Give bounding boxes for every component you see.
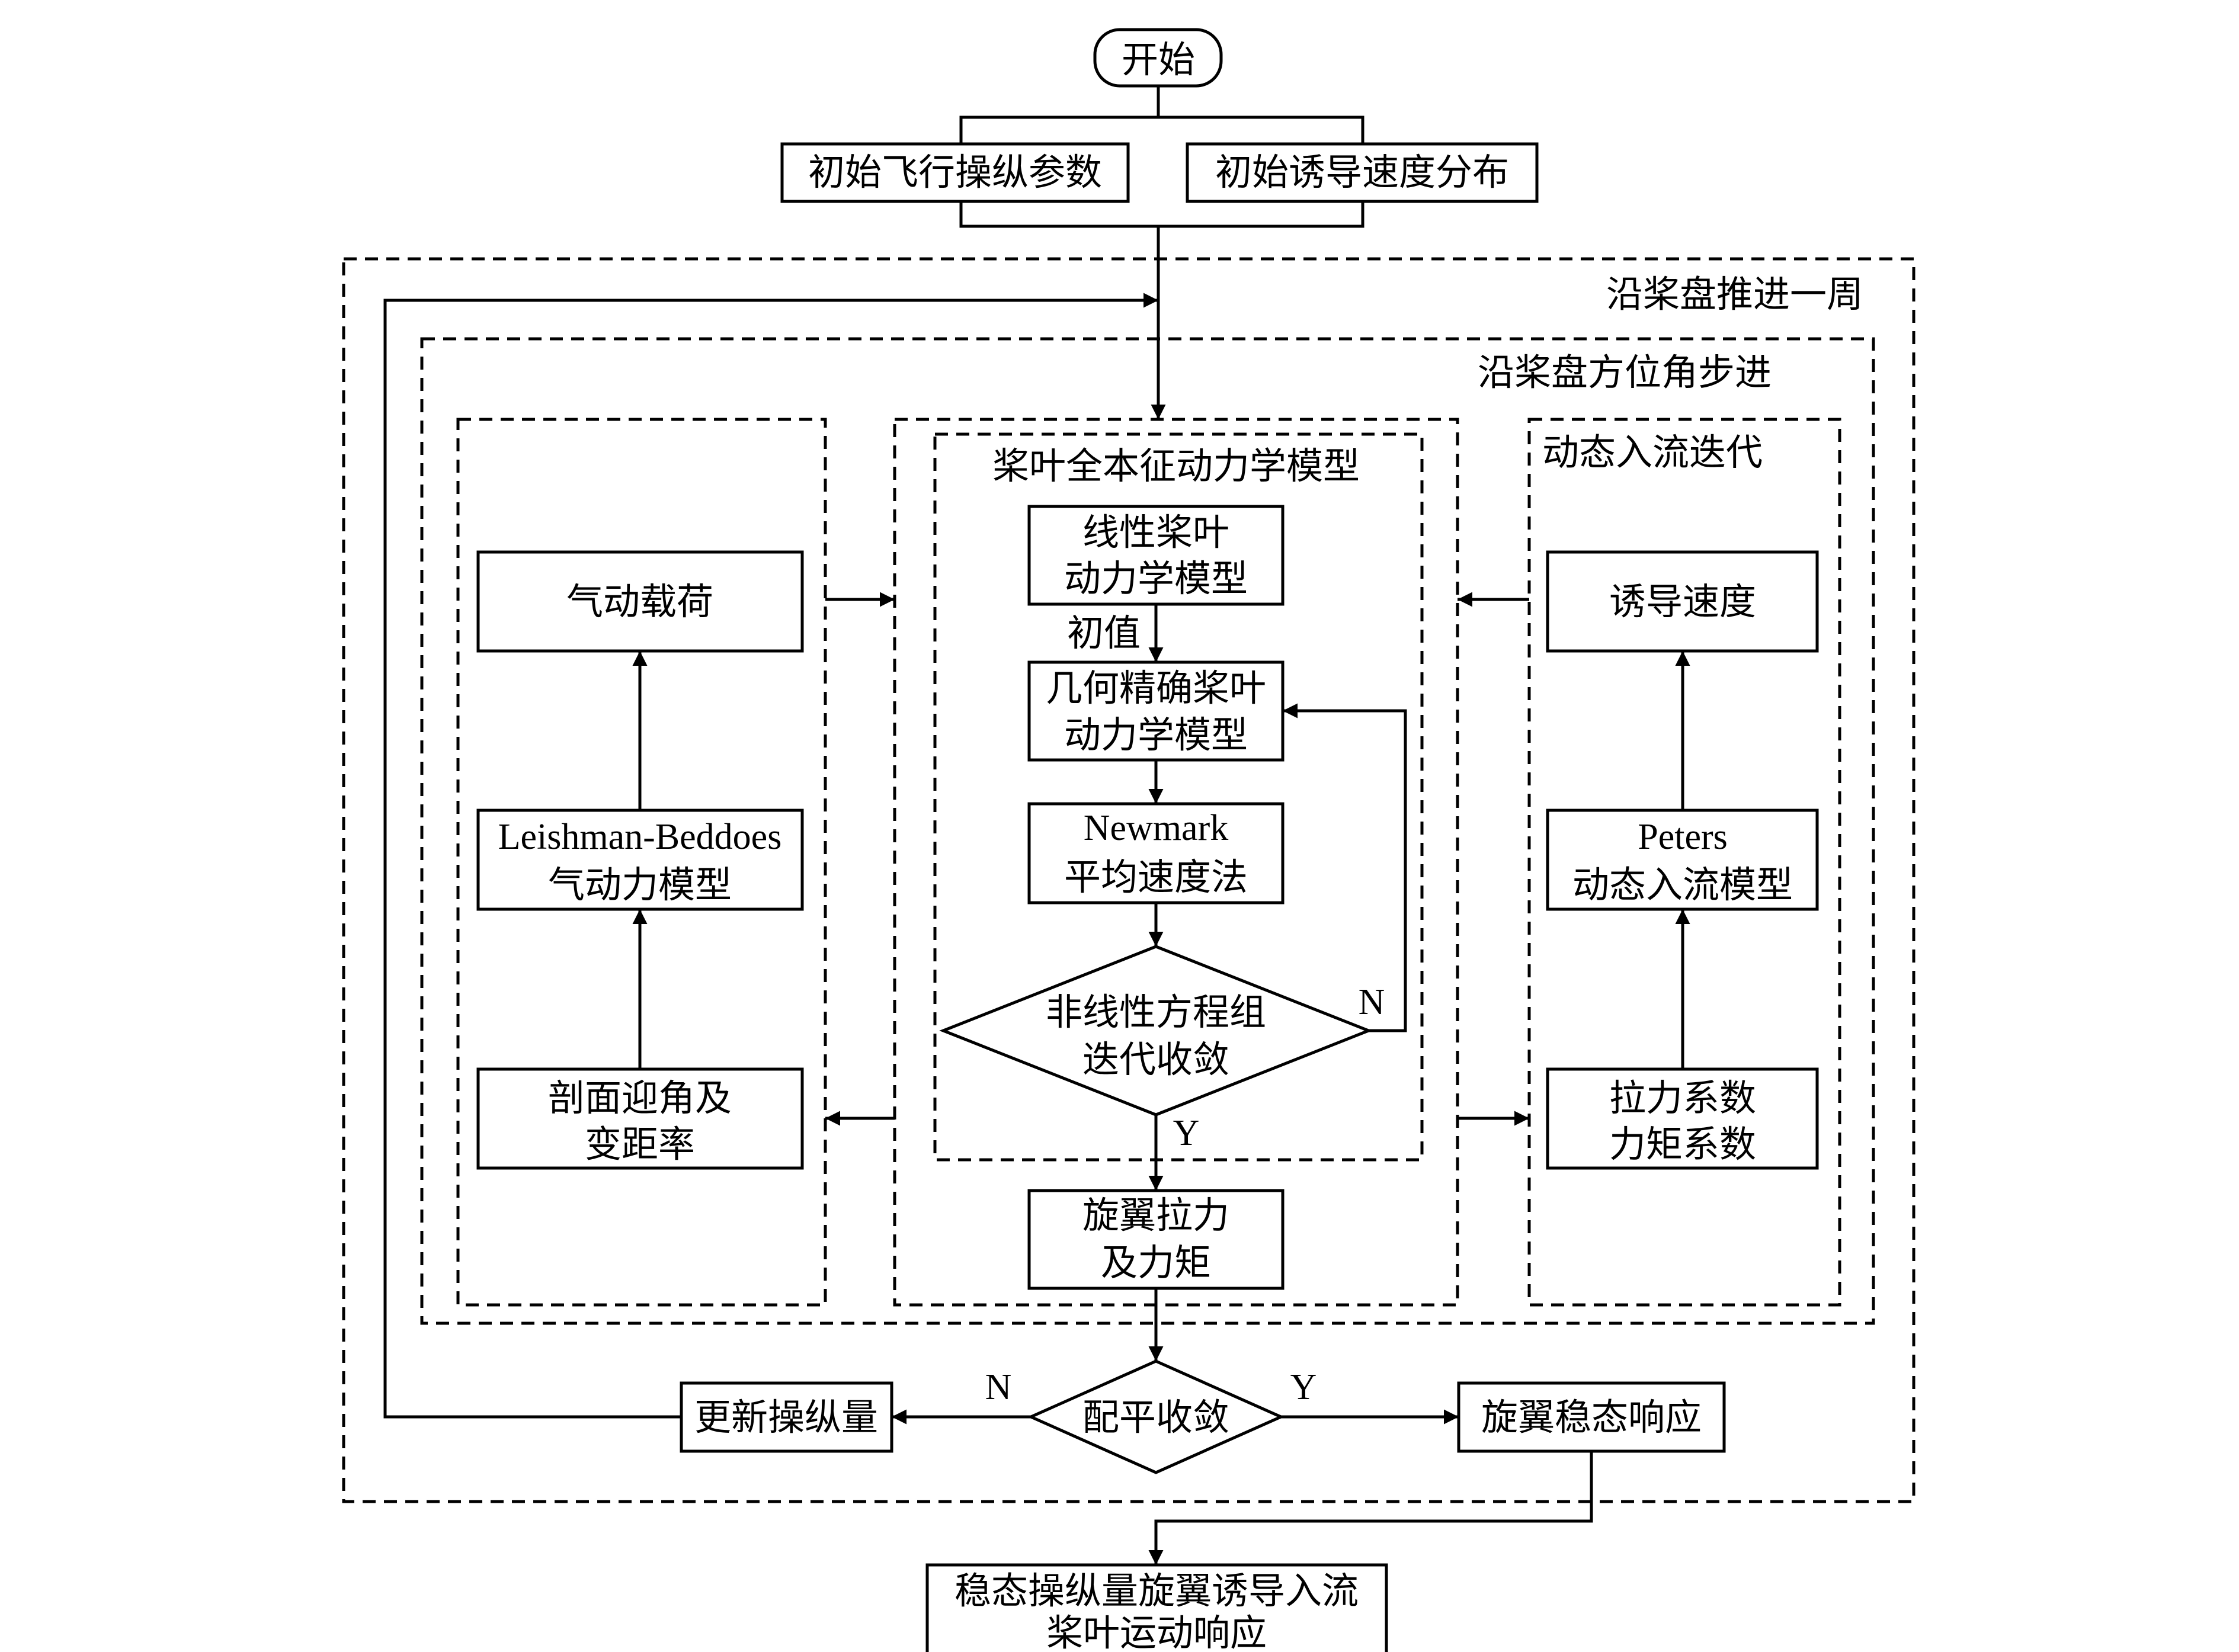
init-inflow-box — [1186, 142, 1539, 203]
section-aoa-box — [476, 1067, 804, 1170]
output-box — [925, 1563, 1388, 1652]
newmark-label-1: Newmark — [1084, 808, 1228, 848]
initial-value-label: 初值 — [1067, 611, 1141, 655]
lb-model-label-1: Leishman-Beddoes — [498, 817, 782, 857]
peters-model-label-1: Peters — [1638, 817, 1728, 857]
split-top — [959, 116, 1364, 144]
update-control-box — [680, 1381, 893, 1453]
newmark-label-2: 平均速度法 — [1064, 855, 1248, 899]
trim-no-label: N — [985, 1367, 1012, 1407]
nonlinear-label-2: 迭代收敛 — [1082, 1038, 1229, 1081]
update-loop-line — [383, 293, 1158, 1419]
right-panel-title: 动态入流迭代 — [1542, 431, 1763, 474]
right-panel-frame — [1527, 418, 1841, 1307]
update-control-label: 更新操纵量 — [694, 1396, 878, 1439]
lb-model-box — [476, 809, 804, 911]
trim-decision-label: 配平收敛 — [1082, 1396, 1229, 1439]
output-label-1: 稳态操纵量旋翼诱导入流 — [954, 1569, 1359, 1612]
output-connector — [1148, 1451, 1593, 1565]
init-control-label: 初始飞行操纵参数 — [808, 150, 1102, 194]
steady-response-label: 旋翼稳态响应 — [1481, 1396, 1702, 1439]
section-aoa-label-2: 变距率 — [585, 1122, 695, 1166]
aero-load-label: 气动载荷 — [566, 580, 713, 623]
blade-model-frame — [933, 432, 1424, 1162]
geo-model-label-1: 几何精确桨叶 — [1046, 666, 1266, 710]
blade-model-title: 桨叶全本征动力学模型 — [992, 444, 1360, 487]
merge-bottom — [959, 201, 1364, 228]
inner-loop-frame — [420, 337, 1875, 1325]
coefficient-label-1: 拉力系数 — [1609, 1076, 1756, 1119]
rotor-force-label-2: 及力矩 — [1101, 1241, 1211, 1284]
left-panel-frame — [456, 418, 827, 1307]
outer-loop-label: 沿桨盘推进一周 — [1606, 272, 1863, 316]
lb-model-label-2: 气动力模型 — [548, 863, 732, 906]
start-label: 开始 — [1122, 38, 1195, 81]
rotor-force-box — [1027, 1189, 1285, 1290]
linear-model-label-2: 动力学模型 — [1064, 557, 1248, 600]
section-aoa-label-1: 剖面迎角及 — [548, 1076, 732, 1119]
init-control-box — [780, 142, 1130, 203]
linear-model-label-1: 线性桨叶 — [1082, 511, 1229, 554]
rotor-force-label-1: 旋翼拉力 — [1082, 1194, 1229, 1237]
trim-yes-label: Y — [1290, 1367, 1317, 1407]
newmark-box — [1027, 802, 1285, 904]
center-panel-frame — [893, 418, 1459, 1307]
aero-load-box — [476, 550, 804, 653]
nonlinear-label-1: 非线性方程组 — [1046, 990, 1266, 1034]
nonlinear-no-label: N — [1359, 982, 1385, 1022]
inner-loop-label: 沿桨盘方位角步进 — [1478, 351, 1772, 394]
init-inflow-label: 初始诱导速度分布 — [1215, 150, 1509, 194]
linear-model-box — [1027, 505, 1285, 606]
coefficient-label-2: 力矩系数 — [1609, 1122, 1756, 1166]
trim-decision — [1027, 1359, 1285, 1474]
induced-velocity-label: 诱导速度 — [1609, 580, 1756, 623]
geo-model-label-2: 动力学模型 — [1064, 713, 1248, 756]
peters-model-label-2: 动态入流模型 — [1572, 863, 1793, 906]
nonlinear-no-loop — [1283, 703, 1407, 1032]
output-label-2: 桨叶运动响应 — [1046, 1611, 1267, 1652]
induced-velocity-box — [1546, 550, 1819, 653]
nonlinear-yes-label: Y — [1173, 1113, 1200, 1153]
